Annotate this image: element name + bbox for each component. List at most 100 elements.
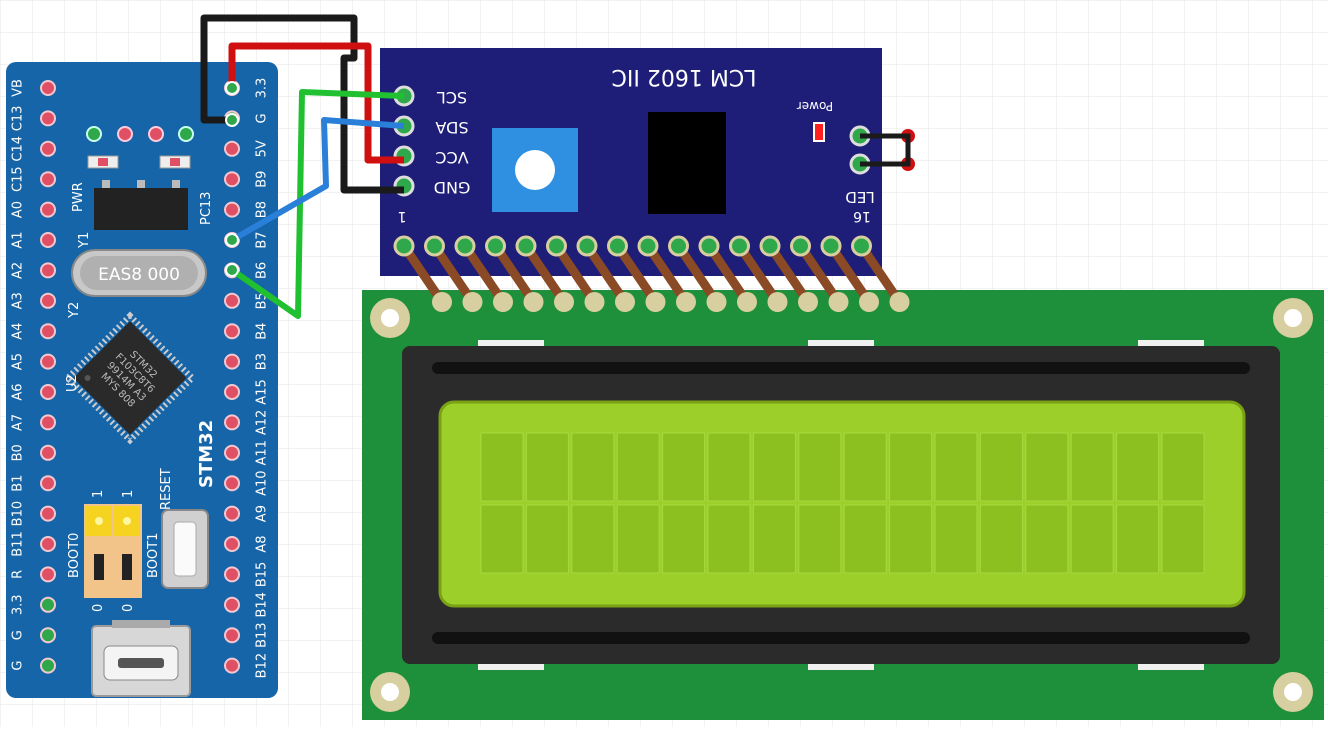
lcd-cell [1116,504,1160,574]
right-pin-4[interactable] [224,201,240,218]
header-pin-13[interactable] [759,235,781,257]
left-pin-12[interactable] [40,444,56,461]
lcd-cell [616,504,660,574]
wire-sda-blue[interactable] [230,117,405,243]
header-pin-7[interactable] [576,235,598,257]
header-pin-lead [704,241,752,307]
lcd-pad [798,292,818,312]
header-pin-12[interactable] [729,235,750,257]
bezel-groove [432,362,1250,374]
right-pin-15[interactable] [224,536,240,552]
wire-gnd-black[interactable] [200,14,404,194]
right-pin-2[interactable] [224,140,240,157]
bezel-clip [1138,340,1204,348]
header-pin-9[interactable] [637,235,659,257]
left-pin-11[interactable] [40,414,56,431]
right-pin-11[interactable] [224,414,240,431]
right-pin-17[interactable] [224,596,240,613]
left-pin-10[interactable] [40,384,56,400]
left-pin-19[interactable] [40,657,56,674]
right-pin-13[interactable] [224,475,240,492]
left-pin-17[interactable] [40,596,56,613]
lcd-cell [934,432,978,502]
header-pin-lead [552,241,599,307]
left-pin-15[interactable] [40,536,56,552]
potentiometer-knob [515,150,555,190]
left-pin-6[interactable] [40,262,56,279]
pin-pad [117,126,133,142]
header-pin-4[interactable] [485,235,506,257]
header-pin-5[interactable] [515,235,537,257]
lcd-pad [432,292,452,312]
right-pin-9[interactable] [224,353,240,370]
lcd-cell [525,432,569,502]
right-pin-label: B7 [255,231,270,248]
right-pin-10[interactable] [224,384,240,400]
pin-label-vcc: VCC [435,148,468,167]
right-pin-12[interactable] [224,444,240,461]
left-pin-label: G [11,630,26,640]
header-pin-11[interactable] [698,235,720,257]
header-pin-8[interactable] [607,235,628,257]
header-pin-3[interactable] [454,235,476,257]
header-pin-6[interactable] [546,235,567,257]
lcd-pad [645,292,666,312]
left-pin-label: G [11,661,26,671]
header-pin-lead [460,241,508,307]
right-pin-3[interactable] [224,171,240,188]
left-pin-3[interactable] [40,171,56,188]
lcd-pad [767,292,788,312]
left-pin-5[interactable] [40,232,56,248]
right-pin-7[interactable] [224,292,240,309]
left-pin-9[interactable] [40,353,56,370]
left-pin-18[interactable] [40,627,56,644]
header-pin-1[interactable] [393,235,415,257]
lcd-pad [554,292,574,312]
left-pin-0[interactable] [40,80,56,96]
crystal-inner [80,256,198,290]
left-pin-13[interactable] [40,475,56,492]
lcd-pad [737,292,757,312]
wire-vcc-red[interactable] [228,42,404,164]
jumper-pin [123,517,131,525]
stm32-chip: STM32 F103C8T6 9914M A3 MYS 808 [63,311,197,445]
led-jumper-wire [860,133,911,167]
right-pin-16[interactable] [224,566,240,583]
header-pin-lead [765,241,813,307]
left-pin-7[interactable] [40,292,56,309]
stm32-board[interactable]: VBC13C14C15A0A1A2A3A4A5A6A7B0B1B10B11R3.… [6,62,278,698]
right-pin-19[interactable] [224,657,240,674]
right-pin-label: B4 [255,323,270,340]
header-pin-16[interactable] [851,235,872,257]
boot0-switch [94,554,104,580]
pwr-label: PWR [71,182,86,212]
y1-label: Y1 [77,232,92,249]
right-pin-18[interactable] [224,627,240,644]
left-pin-14[interactable] [40,505,56,522]
jumper-1-right: 1 [121,490,136,498]
lcd-cell [798,432,842,502]
left-pin-1[interactable] [40,110,56,127]
header-pin-15[interactable] [820,235,842,257]
lcd-pad [493,292,513,312]
mounting-hole-center [381,683,399,701]
header-pin-2[interactable] [424,235,445,257]
boot1-label: BOOT1 [146,533,161,578]
lcd-cell [979,504,1023,574]
header-pin-14[interactable] [790,235,811,257]
i2c-module[interactable]: LCM 1602 IIC Power SCL SDA VCC GND LED 1… [380,48,915,312]
header-pin-10[interactable] [668,235,689,257]
left-pin-2[interactable] [40,140,56,157]
wire-end [225,233,239,247]
right-pin-8[interactable] [224,323,240,340]
lcd-1602-display[interactable] [362,290,1324,720]
regulator-tab [102,180,110,188]
lcd-pad [706,292,727,312]
header-pin-lead [399,241,447,307]
right-pin-14[interactable] [224,505,240,522]
wire-end [225,113,239,127]
left-pin-16[interactable] [40,566,56,583]
left-pin-8[interactable] [40,323,56,340]
left-pin-4[interactable] [40,201,56,218]
left-pin-labels: VBC13C14C15A0A1A2A3A4A5A6A7B0B1B10B11R3.… [11,79,26,671]
